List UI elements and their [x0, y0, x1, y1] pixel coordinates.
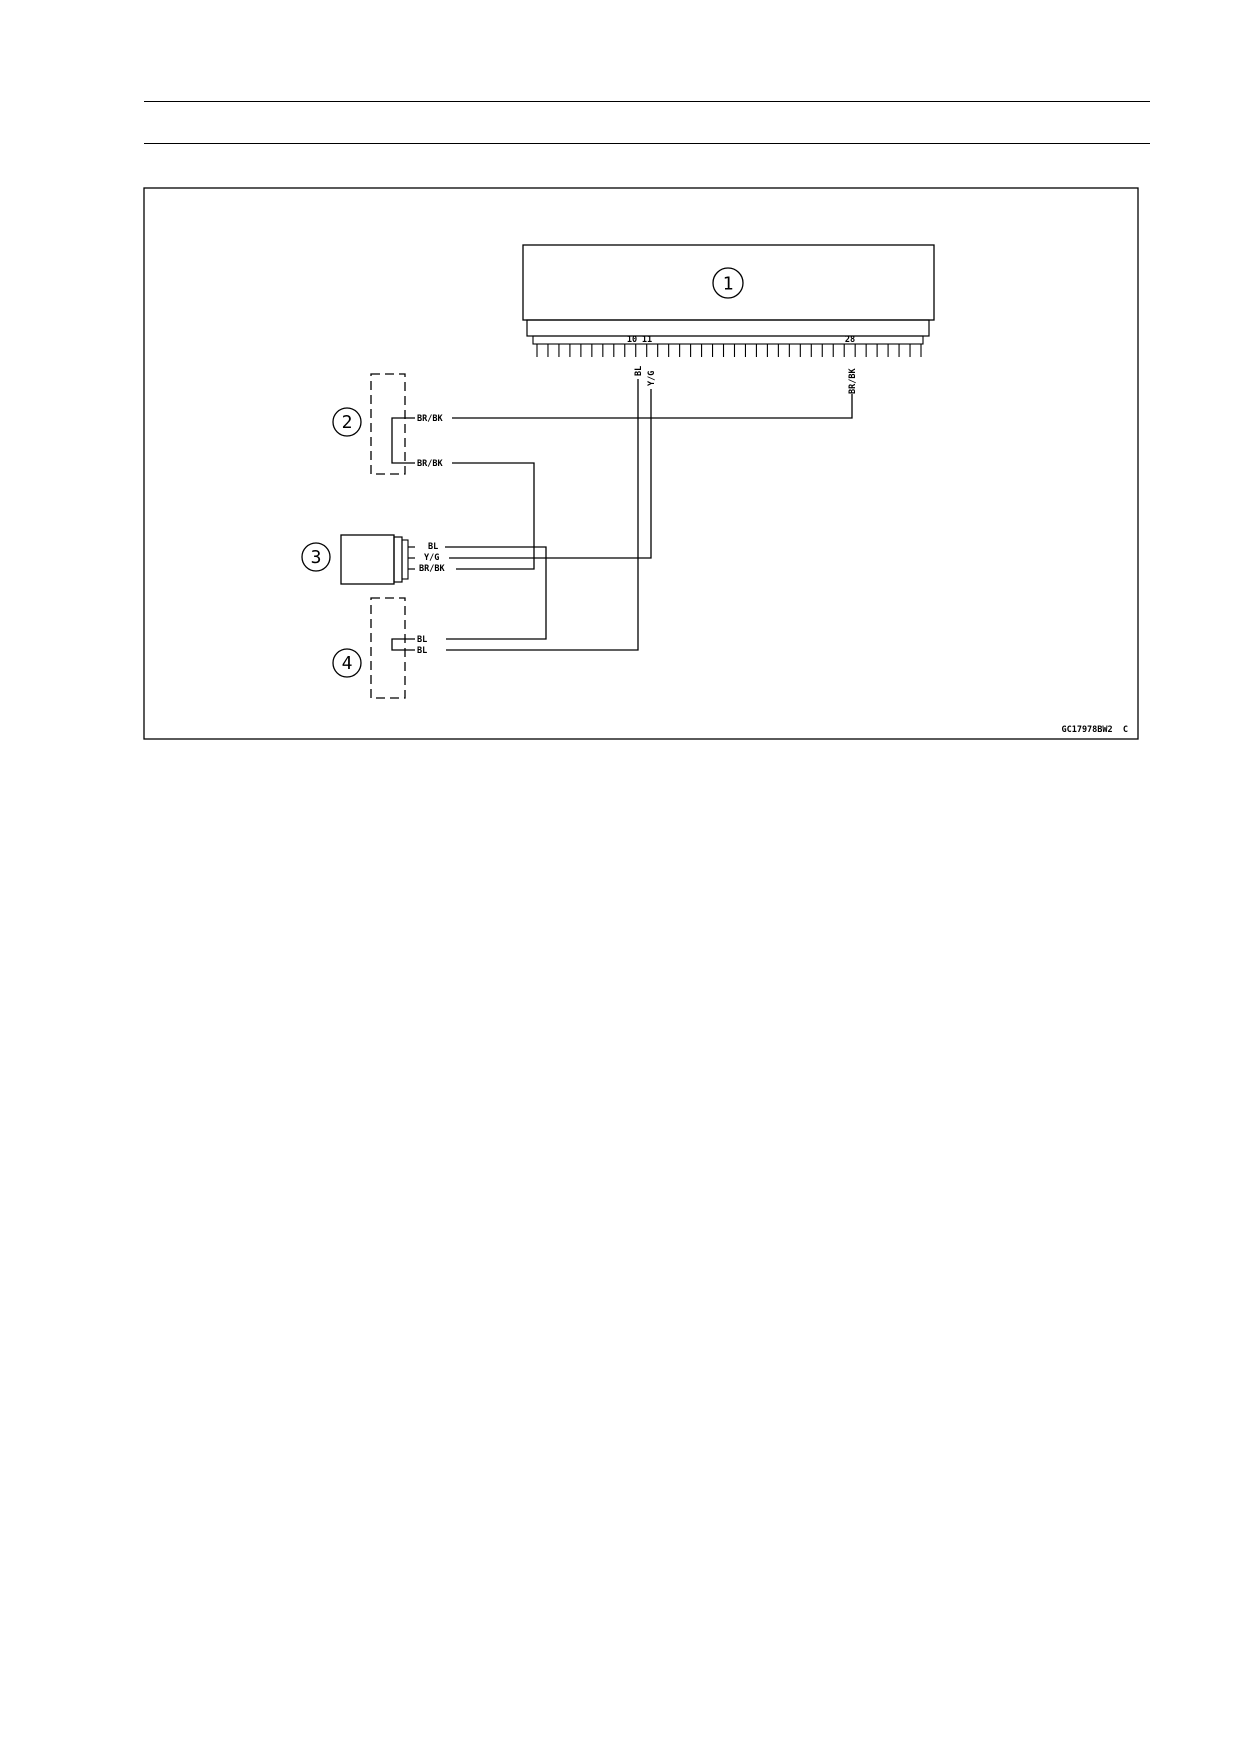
ecu-wire-label-brbk: BR/BK: [848, 368, 858, 394]
component-4-internal-link: [391, 638, 415, 651]
ecu-pin-number-10: 10: [627, 335, 637, 345]
callout-2-label: 2: [342, 412, 353, 433]
component-3-connector-face: [401, 539, 409, 580]
ecu-unit: 10 11 28 1: [522, 244, 935, 357]
component-3-wire-label-brbk: BR/BK: [419, 564, 445, 574]
component-2-wire-label-lower: BR/BK: [417, 459, 443, 469]
ecu-connector-face: [532, 335, 924, 345]
component-2-internal-link: [391, 417, 415, 464]
callout-1-circle: [712, 267, 744, 299]
callout-2-circle: [332, 407, 362, 437]
callout-1-label: 1: [723, 274, 734, 295]
component-4-wire-label-lower: BL: [417, 646, 427, 656]
ecu-connector-housing: [526, 319, 930, 337]
component-4-outline: [370, 597, 406, 699]
wire-bl-component-4-to-ecu: [446, 379, 639, 651]
ecu-wire-label-yg: Y/G: [647, 371, 657, 386]
callout-3-circle: [301, 542, 331, 572]
component-4-wire-label-upper: BL: [417, 635, 427, 645]
wire-bl-component-3-to-component-4: [445, 546, 547, 640]
component-4: 4 BL BL: [332, 597, 427, 699]
wire-yg-component-3-to-ecu: [449, 389, 652, 559]
component-2: 2 BR/BK BR/BK: [332, 373, 443, 475]
callout-3-label: 3: [311, 547, 322, 568]
header-rule-top: [144, 101, 1150, 102]
ecu-connector-pins: [536, 344, 922, 357]
wire-brbk-component-2-to-component-3: [452, 462, 535, 570]
callout-4-circle: [332, 648, 362, 678]
header-rule-bottom: [144, 143, 1150, 144]
component-2-outline: [370, 373, 406, 475]
ecu-pin-number-11: 11: [642, 335, 652, 345]
component-3-body: [340, 534, 395, 585]
wire-brbk-ecu-to-component-2: [452, 394, 853, 419]
component-2-wire-label-upper: BR/BK: [417, 414, 443, 424]
component-3-wire-label-bl: BL: [428, 542, 438, 552]
diagram-frame: [143, 187, 1139, 740]
component-3-connector: [393, 536, 403, 583]
callout-4-label: 4: [342, 653, 353, 674]
ecu-pin-number-28: 28: [845, 335, 855, 345]
ecu-wire-label-bl: BL: [634, 366, 644, 376]
component-3-wire-label-yg: Y/G: [424, 553, 439, 563]
component-3-sensor: 3 BL Y/G BR/BK: [301, 534, 445, 585]
figure-code: GC17978BW2 C: [1061, 725, 1128, 735]
